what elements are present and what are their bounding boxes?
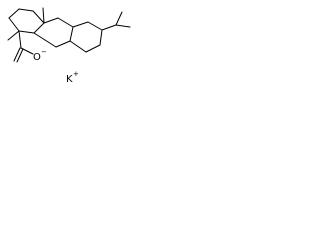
bond [85,44,101,53]
carboxylate-charge-label: − [41,48,47,56]
carboxylate-group: O − [13,30,47,63]
methyl-substituents [7,7,45,41]
bond [72,21,89,28]
bond [32,10,45,24]
bond [18,30,22,49]
bond [115,24,131,28]
bond [8,8,20,19]
double-bond [13,47,21,62]
bond [44,39,57,48]
bond [87,21,103,31]
angular-methyl-bond [42,7,45,24]
bond [69,26,74,42]
ring-a [8,8,45,34]
bond [20,47,34,55]
bond [69,40,87,53]
chemical-structure-diagram: O − K + [7,7,131,85]
bond [18,8,34,12]
bond [57,17,74,28]
bond [18,30,35,34]
bond [55,40,71,48]
carboxylate-oxygen-label: O [33,52,41,63]
potassium-label: K [66,74,73,85]
methyl-bond [7,30,20,41]
bond [43,17,59,24]
bond [101,24,117,31]
ring-c [69,21,103,53]
counterion: K + [66,70,79,85]
potassium-charge-label: + [73,70,79,78]
bond [33,22,45,34]
bond [99,29,103,46]
double-bond [16,48,24,63]
bond [115,11,123,26]
bond [8,17,20,32]
bond [33,32,46,41]
isopropyl-group [101,11,131,31]
ring-b [33,17,74,48]
